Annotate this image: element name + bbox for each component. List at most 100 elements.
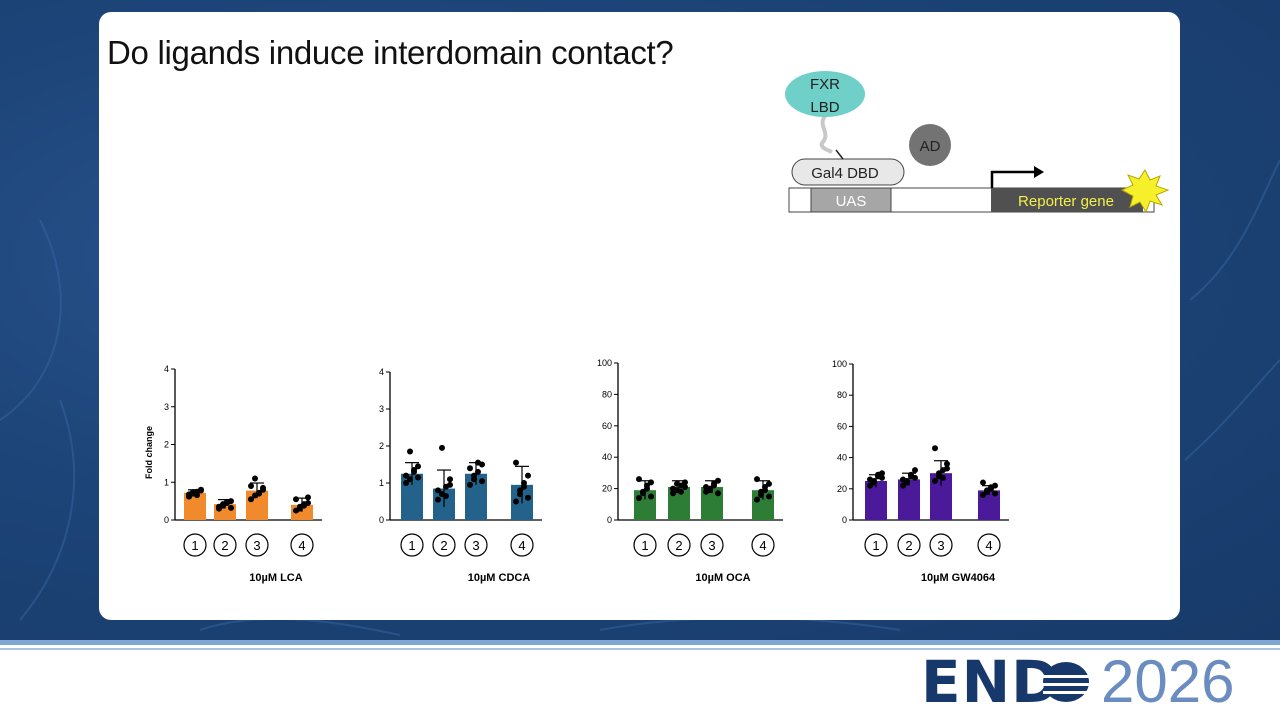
category-label-3-3: 3 [708,538,715,553]
data-point-4-2-8 [912,474,918,481]
data-point-2-4-6 [517,487,523,494]
category-circle-1-4 [290,533,314,557]
reporter-box [991,188,1143,212]
data-point-3-4-7 [762,484,768,491]
data-point-2-2-8 [447,481,453,488]
category-circle-3-2 [667,533,691,557]
data-point-3-2-5 [670,485,676,492]
data-point-2-4-1 [513,498,519,505]
category-label-4-2: 2 [905,538,912,553]
data-point-2-1-8 [415,474,421,481]
y-tick-label-3-3: 60 [602,421,612,431]
category-label-3-2: 2 [675,538,682,553]
data-point-3-3-7 [711,480,717,487]
category-circle-3-1 [633,533,657,557]
category-circle-2-3 [464,533,488,557]
data-point-3-2-8 [682,484,688,491]
data-point-1-3-8 [260,484,266,491]
data-point-3-1-6 [640,488,646,495]
logo-year-text: 2026 [1101,648,1235,715]
category-label-1-3: 3 [253,538,260,553]
reporter-burst-icon [1120,169,1170,214]
data-point-1-4-7 [301,501,307,508]
category-circle-4-4 [977,533,1001,557]
gal4-dbd-shape [791,158,905,186]
y-tick-label-4-4: 80 [837,390,847,400]
data-point-2-1-5 [403,472,409,479]
category-circle-4-1 [864,533,888,557]
category-circle-3-3 [700,533,724,557]
y-tick-label-4-2: 40 [837,453,847,463]
data-point-2-4-7 [521,480,527,486]
uas-label: UAS [836,193,867,210]
data-point-2-1-6 [407,448,413,455]
data-point-1-1-8 [198,487,204,494]
linker-stem [835,149,844,160]
category-label-1-1: 1 [191,538,198,553]
y-tick-label-4-3: 60 [837,421,847,431]
category-circle-2-4 [510,533,534,557]
two-hybrid-schematic: UAS Reporter gene Gal4 DBD FXR LBD AD [785,71,1170,214]
fxr-lbd-label-line2: LBD [810,99,839,116]
y-tick-label-1-1: 1 [164,477,169,487]
bar-4-3 [930,473,952,520]
data-point-1-3-1 [248,496,254,503]
data-point-4-3-5 [932,445,938,452]
bar-4-1 [865,481,887,520]
data-point-2-4-5 [513,459,519,466]
data-point-4-4-7 [988,484,994,491]
y-tick-label-2-3: 3 [379,404,384,414]
footer-stripe [0,640,1280,645]
data-point-2-4-4 [525,472,531,479]
category-circle-1-1 [183,533,207,557]
ad-label: AD [920,138,941,155]
data-point-4-3-6 [936,470,942,477]
x-axis-label-2: 10µM CDCA [468,572,531,584]
category-circle-2-1 [400,533,424,557]
data-point-4-3-8 [944,465,950,472]
data-point-4-3-4 [944,460,950,467]
slide-title: Do ligands induce interdomain contact? [107,34,674,71]
category-label-2-4: 4 [518,538,525,553]
data-point-1-2-7 [224,498,230,505]
reporter-label: Reporter gene [1018,193,1114,210]
data-point-2-3-3 [475,468,481,475]
data-point-2-3-5 [467,465,473,472]
transcription-arrow-head [1034,166,1044,178]
category-label-3-1: 1 [641,538,648,553]
category-label-2-1: 1 [408,538,415,553]
y-tick-label-2-4: 4 [379,367,384,377]
y-tick-label-2-0: 0 [379,515,384,525]
data-point-2-2-5 [435,487,441,494]
data-point-3-4-6 [758,488,764,495]
data-point-2-3-1 [467,481,473,488]
bar-4-2 [898,479,920,520]
data-point-2-1-4 [415,463,421,470]
data-point-2-2-7 [443,492,449,499]
y-tick-label-4-5: 100 [832,359,847,369]
y-tick-label-2-1: 1 [379,478,384,488]
y-tick-label-3-5: 100 [597,358,612,368]
uas-box [810,187,892,213]
category-circle-3-4 [751,533,775,557]
data-point-2-3-7 [475,459,481,466]
data-point-3-1-5 [636,476,642,483]
data-point-1-3-6 [252,475,258,482]
data-point-2-1-1 [403,480,409,486]
data-point-3-2-6 [674,480,680,487]
category-circle-1-3 [245,533,269,557]
category-circle-2-2 [432,533,456,557]
y-tick-label-4-0: 0 [842,515,847,525]
category-label-3-4: 4 [759,538,766,553]
endo-2026-logo: END 2026 [921,648,1271,715]
data-point-3-1-1 [636,495,642,502]
data-point-4-1-8 [879,474,885,481]
data-point-3-4-5 [754,476,760,483]
y-tick-label-3-1: 20 [602,484,612,494]
category-circle-4-2 [897,533,921,557]
y-tick-label-3-4: 80 [602,389,612,399]
bar-1-1 [184,492,206,520]
fxr-lbd-label-line1: FXR [810,76,840,93]
y-tick-label-1-3: 3 [164,402,169,412]
